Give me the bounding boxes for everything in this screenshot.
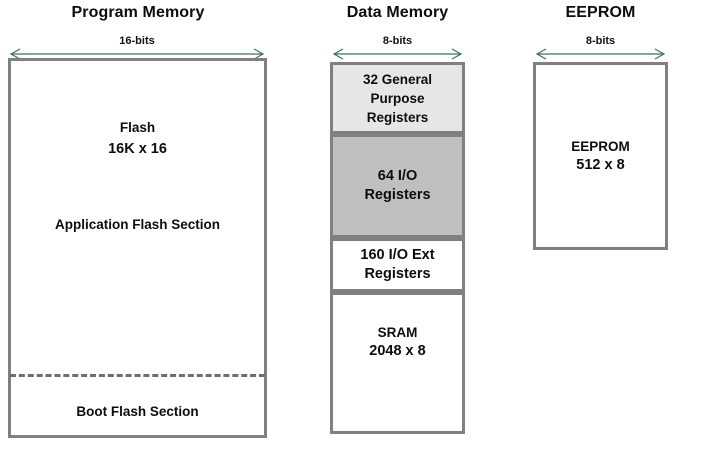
- program-memory-title: Program Memory: [71, 4, 205, 21]
- eeprom-line-1: EEPROM: [571, 139, 630, 154]
- segment-io-registers: 64 I/O Registers: [330, 134, 465, 238]
- segment-io-ext-registers: 160 I/O Ext Registers: [330, 238, 465, 292]
- segment-eeprom: EEPROM 512 x 8: [533, 62, 668, 250]
- flash-size-label: 16K x 16: [108, 141, 167, 157]
- boot-flash-section-label: Boot Flash Section: [76, 404, 199, 419]
- double-arrow-icon: [9, 48, 265, 60]
- data-memory-width-arrow: 8-bits: [331, 35, 464, 60]
- eeprom-width-label: 8-bits: [534, 35, 667, 47]
- gpr-line-2: Purpose: [370, 90, 425, 106]
- io-registers-line-2: Registers: [364, 187, 431, 203]
- io-registers-line-1: 64 I/O: [377, 168, 418, 184]
- data-memory-stack: 32 General Purpose Registers 64 I/O Regi…: [330, 62, 465, 434]
- sram-line-2: 2048 x 8: [369, 343, 426, 359]
- application-flash-section-label: Application Flash Section: [54, 217, 221, 232]
- double-arrow-icon: [332, 48, 463, 60]
- eeprom-line-2: 512 x 8: [576, 157, 625, 173]
- flash-label: Flash: [119, 120, 156, 135]
- io-ext-line-1: 160 I/O Ext: [360, 247, 435, 263]
- eeprom-width-arrow: 8-bits: [534, 35, 667, 60]
- double-arrow-icon: [535, 48, 666, 60]
- program-memory-width-label: 16-bits: [8, 35, 266, 47]
- boot-section-divider: [10, 374, 265, 377]
- data-memory-width-label: 8-bits: [331, 35, 464, 47]
- program-memory-box: Flash 16K x 16 Application Flash Section…: [8, 58, 267, 438]
- io-ext-line-2: Registers: [364, 266, 431, 282]
- program-memory-width-arrow: 16-bits: [8, 35, 266, 60]
- gpr-line-1: 32 General: [362, 71, 433, 87]
- gpr-line-3: Registers: [366, 109, 429, 125]
- sram-line-1: SRAM: [377, 325, 418, 340]
- eeprom-title: EEPROM: [565, 4, 636, 21]
- segment-general-purpose-registers: 32 General Purpose Registers: [330, 62, 465, 134]
- segment-sram: SRAM 2048 x 8: [330, 292, 465, 434]
- data-memory-title: Data Memory: [346, 4, 449, 21]
